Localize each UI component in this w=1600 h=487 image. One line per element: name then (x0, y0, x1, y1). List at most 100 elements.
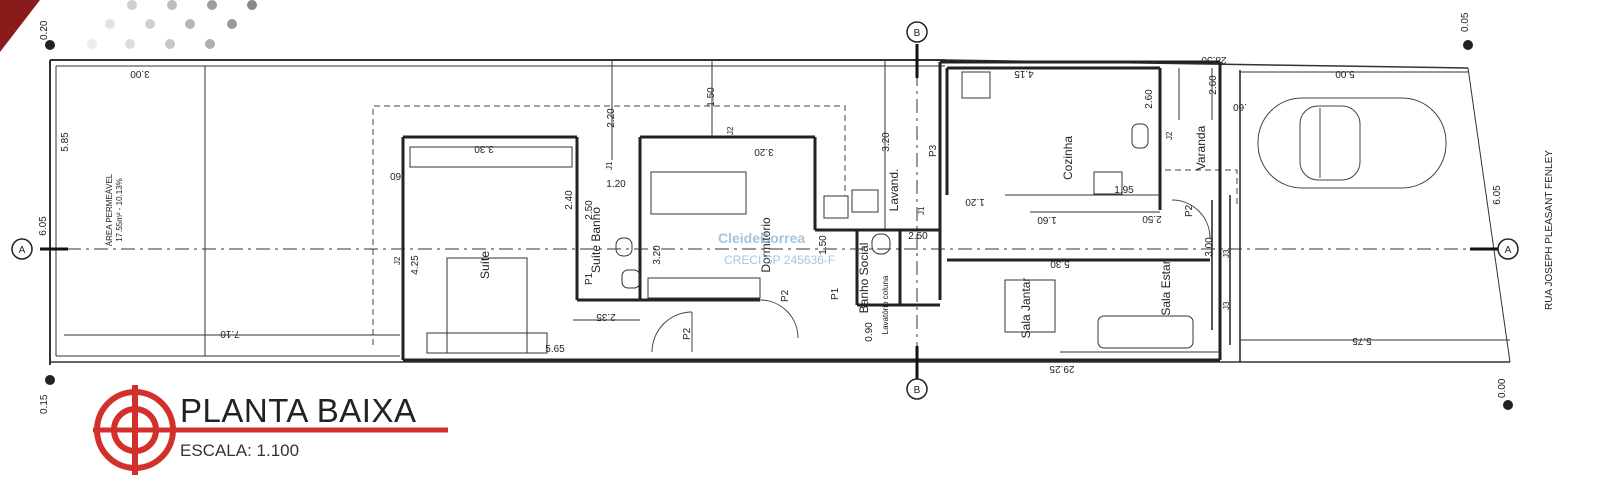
dim-rear-setback: 3.00 (130, 68, 150, 79)
roof-outline (372, 105, 1238, 345)
target-logo (93, 385, 448, 475)
room-porch: Varanda (1194, 125, 1208, 170)
dim-front-setback: 5.00 (1335, 68, 1355, 79)
room-suite-bath: Suíte Banho (589, 207, 603, 273)
page-title: PLANTA BAIXA (180, 392, 417, 429)
window-j1-laundry: J1 (917, 206, 926, 215)
bedroom-bed (650, 171, 747, 215)
dim-bed-top: 1.50 (706, 87, 717, 107)
dim-sixty-b: .60 (1233, 101, 1247, 112)
dim-counter-a: 1.20 (965, 196, 985, 207)
dim-laundry-h: 3.20 (881, 132, 892, 152)
door-p1-suite: P1 (584, 272, 595, 285)
dim-lot-width-left: 6.05 (38, 216, 49, 236)
suite-bedside (426, 332, 548, 354)
dimension-lines (64, 60, 1510, 353)
dim-wardrobe: 3.30 (474, 143, 494, 154)
window-j2-suite: J2 (393, 256, 402, 265)
dim-counter-c: 2.50 (1142, 213, 1162, 224)
dim-porch-h: 2.60 (1208, 75, 1219, 95)
bath-note: Lavatório coluna (881, 275, 890, 334)
car (1257, 97, 1447, 189)
dim-suite-depth: 7.10 (220, 328, 240, 339)
permeable-label: ÁREA PERMEÁVEL (105, 173, 114, 246)
dim-house-length: 29.25 (1049, 363, 1074, 374)
sofa (1097, 315, 1194, 349)
section-ticks (40, 44, 1500, 380)
level-markers (45, 40, 1513, 410)
dining-table (1004, 279, 1056, 333)
bedroom-wardrobe (647, 277, 761, 299)
dim-bath-h1: 2.40 (564, 190, 575, 210)
dim-bed-height: 3.20 (652, 245, 663, 265)
dim-social-h2: 0.90 (864, 322, 875, 342)
section-lines (40, 45, 1500, 380)
room-dining: Sala Jantar (1019, 278, 1033, 339)
section-mark-b-top: B (906, 21, 928, 43)
street-name: RUA JOSEPH PLEASANT FENLEY (1544, 150, 1555, 310)
window-j2-bed: J2 (726, 126, 735, 135)
kitchen-sink (1131, 123, 1149, 149)
dim-counter-b: 1.60 (1037, 214, 1057, 225)
dim-lot-length: 28.50 (1201, 54, 1226, 65)
suite-toilet (615, 237, 633, 257)
laundry-tank (823, 195, 849, 219)
dim-living-w: 5.30 (1050, 258, 1070, 269)
door-p3: P3 (928, 144, 939, 157)
section-a-left-label: A (19, 245, 26, 256)
section-mark-b-bottom: B (906, 378, 928, 400)
room-suite: Suíte (478, 251, 492, 279)
door-p1-social: P1 (830, 287, 841, 300)
suite-sink (621, 269, 641, 289)
dim-suite-height: 4.25 (410, 255, 421, 275)
dim-counter-d: 1.95 (1114, 185, 1134, 196)
dim-bath-width: 1.20 (606, 179, 626, 190)
dim-bed-width: 3.20 (754, 146, 774, 157)
house-walls (401, 60, 1222, 362)
dim-social-h: 1.50 (818, 235, 829, 255)
window-j3-b: J3 (1222, 301, 1231, 310)
dim-suite-width: 5.65 (545, 344, 565, 355)
section-b-bottom-label: B (914, 385, 921, 396)
suite-wardrobe (409, 146, 573, 168)
washing-machine (851, 189, 879, 213)
dim-kitchen-w: 4.15 (1014, 68, 1034, 79)
level-top-right: 0.05 (1460, 12, 1471, 32)
level-top-left: 0.20 (39, 20, 50, 40)
door-p2-living: P2 (1184, 204, 1195, 217)
dim-social-w: 2.50 (908, 231, 928, 242)
corner-decoration (0, 0, 40, 52)
permeable-area: 17.55m² - 10.13% (115, 178, 124, 242)
room-living: Sala Estar (1159, 260, 1173, 315)
dim-porch-gap: 3.00 (1204, 237, 1215, 257)
furniture (409, 71, 1194, 354)
dim-living-w2: 5.75 (1352, 335, 1372, 346)
fridge (961, 71, 991, 99)
scale-label: ESCALA: 1.100 (180, 441, 300, 460)
room-laundry: Lavand. (887, 169, 901, 212)
dim-bath-w2: 2.35 (596, 311, 616, 322)
section-a-right-label: A (1505, 245, 1512, 256)
window-j1-bath: J1 (605, 161, 614, 170)
door-p2-bedroom: P2 (682, 327, 693, 340)
room-kitchen: Cozinha (1061, 136, 1075, 180)
watermark-name: CleideCorrea (718, 230, 806, 246)
section-b-top-label: B (914, 28, 921, 39)
level-bottom-left: 0.15 (39, 394, 50, 414)
dim-sixty-a: .60 (390, 170, 404, 181)
room-bedroom: Dormitório (759, 217, 773, 273)
dim-bath-h2: 2.50 (584, 200, 595, 220)
window-j2-kitchen: J2 (1165, 131, 1174, 140)
watermark-creci: CRECI SP 245636-F (724, 253, 836, 267)
stove (1093, 171, 1123, 195)
dim-kitchen-h: 2.60 (1144, 89, 1155, 109)
lot-outline (49, 59, 1511, 365)
level-bottom-right: 0.00 (1497, 378, 1508, 398)
inner-walls (1211, 70, 1241, 362)
door-p2-hall: P2 (780, 289, 791, 302)
section-mark-a-left: A (11, 238, 33, 260)
dim-corridor-h: 2.20 (606, 108, 617, 128)
section-mark-a-right: A (1497, 238, 1519, 260)
window-j3-a: J3 (1222, 249, 1231, 258)
